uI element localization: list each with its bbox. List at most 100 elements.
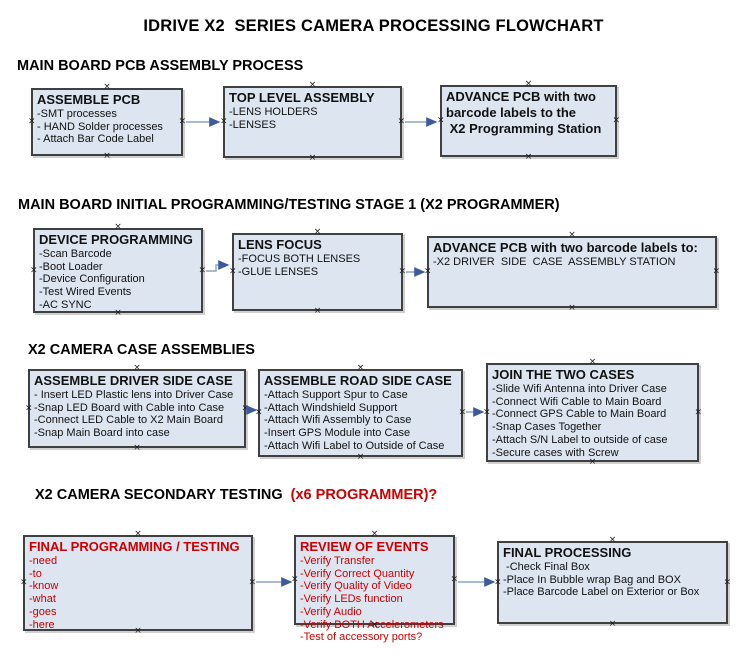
- flow-box-assemble-road-side-case: ASSEMBLE ROAD SIDE CASE -Attach Support …: [255, 364, 466, 462]
- box-title: ASSEMBLE ROAD SIDE CASE: [264, 373, 452, 388]
- box-line: -Device Configuration: [39, 273, 145, 286]
- connection-handle-icon: ×: [114, 222, 122, 232]
- box-line: -Boot Loader: [39, 260, 103, 273]
- box-line: -Snap Main Board into case: [34, 427, 170, 440]
- box-title: REVIEW OF EVENTS: [300, 539, 429, 554]
- connection-handle-icon: ×: [524, 79, 533, 89]
- box-line: -Attach Support Spur to Case: [264, 389, 408, 401]
- flow-box-join-the-two-cases: JOIN THE TWO CASES -Slide Wifi Antenna i…: [483, 358, 702, 467]
- box-line: -to: [29, 567, 42, 580]
- box-title: TOP LEVEL ASSEMBLY: [229, 90, 375, 105]
- box-lines: barcode labels to the X2 Programming Sta…: [446, 105, 611, 137]
- box-line: -LENSES: [229, 118, 277, 131]
- flow-box-final-programming-testing: FINAL PROGRAMMING / TESTING -need-to-kno…: [20, 530, 256, 636]
- box-line: -Insert GPS Module into Case: [264, 427, 411, 440]
- connection-handle-icon: ×: [437, 115, 445, 126]
- connection-handle-icon: ×: [291, 574, 299, 585]
- connection-handle-icon: ×: [308, 153, 317, 163]
- connection-handle-icon: ×: [25, 403, 33, 413]
- section-heading-text: X2 CAMERA SECONDARY TESTING: [35, 487, 287, 503]
- connection-handle-icon: ×: [313, 306, 322, 316]
- box-line: -Snap LED Board with Cable into Case: [34, 401, 225, 414]
- box-line: -FOCUS BOTH LENSES: [238, 253, 361, 265]
- connection-handle-icon: ×: [241, 403, 249, 413]
- box-line: - Attach Bar Code Label: [37, 133, 154, 146]
- box-line: -Connect Wifi Cable to Main Board: [492, 395, 662, 408]
- connection-handle-icon: ×: [308, 80, 317, 90]
- box-line: -Connect LED Cable to X2 Main Board: [34, 414, 223, 427]
- connection-handle-icon: ×: [220, 116, 228, 127]
- flow-box-lens-focus: LENS FOCUS -FOCUS BOTH LENSES-GLUE LENSE…: [229, 228, 406, 316]
- box-line: X2 Programming Station: [446, 121, 602, 136]
- section-heading-text: MAIN BOARD INITIAL PROGRAMMING/TESTING S…: [18, 197, 560, 213]
- box-lines: -Verify Transfer-Verify Correct Quantity…: [300, 555, 449, 644]
- box-line: -Test Wired Events: [39, 286, 132, 299]
- connection-handle-icon: ×: [178, 116, 186, 127]
- box-line: -Attach Wifi Assembly to Case: [264, 414, 412, 427]
- box-lines: -FOCUS BOTH LENSES-GLUE LENSES: [238, 253, 397, 278]
- box-line: -Verify LEDs function: [300, 593, 403, 606]
- connection-handle-icon: ×: [356, 452, 365, 462]
- box-lines: - Insert LED Plastic lens into Driver Ca…: [34, 389, 240, 440]
- box-line: -Test of accessory ports?: [300, 631, 423, 644]
- box-line: -Verify Correct Quantity: [300, 567, 415, 580]
- box-title: ASSEMBLE PCB: [37, 92, 141, 107]
- box-line: -goes: [29, 605, 57, 618]
- connection-handle-icon: ×: [712, 266, 720, 277]
- flow-box-top-level-assembly: TOP LEVEL ASSEMBLY -LENS HOLDERS-LENSES …: [220, 81, 405, 163]
- page-title: IDRIVE X2 SERIES CAMERA PROCESSING FLOWC…: [143, 17, 604, 35]
- box-title: JOIN THE TWO CASES: [492, 367, 635, 382]
- flow-box-advance-pcb-driver-side-station: ADVANCE PCB with two barcode labels to: …: [424, 231, 720, 313]
- box-line: - HAND Solder processes: [37, 120, 163, 133]
- section-heading-secondary-testing: X2 CAMERA SECONDARY TESTING (x6 PROGRAMM…: [35, 487, 437, 503]
- flow-box-device-programming: DEVICE PROGRAMMING -Scan Barcode-Boot Lo…: [30, 223, 206, 318]
- connection-handle-icon: ×: [588, 357, 597, 367]
- connection-handle-icon: ×: [255, 407, 263, 418]
- box-title: ASSEMBLE DRIVER SIDE CASE: [34, 373, 233, 388]
- box-line: -X2 DRIVER SIDE CASE ASSEMBLY STATION: [433, 256, 676, 268]
- connection-handle-icon: ×: [133, 363, 141, 373]
- flow-box-final-processing: FINAL PROCESSING -Check Final Box-Place …: [494, 536, 731, 629]
- connection-handle-icon: ×: [608, 619, 617, 629]
- box-lines: -LENS HOLDERS-LENSES: [229, 106, 396, 131]
- box-line: -Attach Windshield Support: [264, 401, 398, 414]
- connection-handle-icon: ×: [612, 115, 620, 126]
- connection-handle-icon: ×: [313, 227, 322, 237]
- box-lines: -Slide Wifi Antenna into Driver Case-Con…: [492, 383, 693, 459]
- connection-handle-icon: ×: [103, 151, 111, 161]
- connection-handle-icon: ×: [483, 407, 491, 417]
- section-heading-pcb-assembly: MAIN BOARD PCB ASSEMBLY PROCESS: [17, 58, 303, 74]
- arrow-device-programming-to-lens-focus: [206, 260, 230, 272]
- box-lines: -Scan Barcode-Boot Loader-Device Configu…: [39, 248, 197, 312]
- connection-handle-icon: ×: [723, 577, 731, 587]
- connection-handle-icon: ×: [398, 266, 406, 277]
- connection-handle-icon: ×: [20, 577, 28, 588]
- box-line: -SMT processes: [37, 108, 117, 120]
- connection-handle-icon: ×: [608, 535, 617, 545]
- box-line: -Place In Bubble wrap Bag and BOX: [503, 573, 681, 586]
- section-heading-red-text: (x6 PROGRAMMER)?: [286, 487, 438, 503]
- box-lines: -X2 DRIVER SIDE CASE ASSEMBLY STATION: [433, 256, 711, 269]
- box-line: -Connect GPS Cable to Main Board: [492, 408, 667, 421]
- connection-handle-icon: ×: [134, 529, 142, 539]
- box-title: DEVICE PROGRAMMING: [39, 232, 193, 247]
- flow-box-assemble-driver-side-case: ASSEMBLE DRIVER SIDE CASE - Insert LED P…: [25, 364, 249, 453]
- flow-box-advance-pcb-programming-station: ADVANCE PCB with two barcode labels to t…: [437, 80, 620, 162]
- box-line: -Attach Wifi Label to Outside of Case: [264, 439, 445, 452]
- box-line: -Place Barcode Label on Exterior or Box: [503, 586, 700, 599]
- box-line: -need: [29, 555, 58, 567]
- connection-handle-icon: ×: [198, 265, 206, 275]
- connection-handle-icon: ×: [588, 457, 597, 467]
- box-line: barcode labels to the: [446, 105, 577, 120]
- connection-handle-icon: ×: [248, 577, 256, 588]
- connection-handle-icon: ×: [424, 266, 432, 277]
- connection-handle-icon: ×: [356, 363, 365, 373]
- connection-handle-icon: ×: [450, 574, 458, 585]
- box-title: ADVANCE PCB with two: [446, 89, 596, 104]
- box-title: LENS FOCUS: [238, 237, 322, 252]
- box-line: -Snap Cases Together: [492, 421, 602, 434]
- flow-box-assemble-pcb: ASSEMBLE PCB -SMT processes- HAND Solder…: [28, 83, 186, 161]
- box-line: -Secure cases with Screw: [492, 446, 619, 459]
- connection-handle-icon: ×: [694, 407, 702, 417]
